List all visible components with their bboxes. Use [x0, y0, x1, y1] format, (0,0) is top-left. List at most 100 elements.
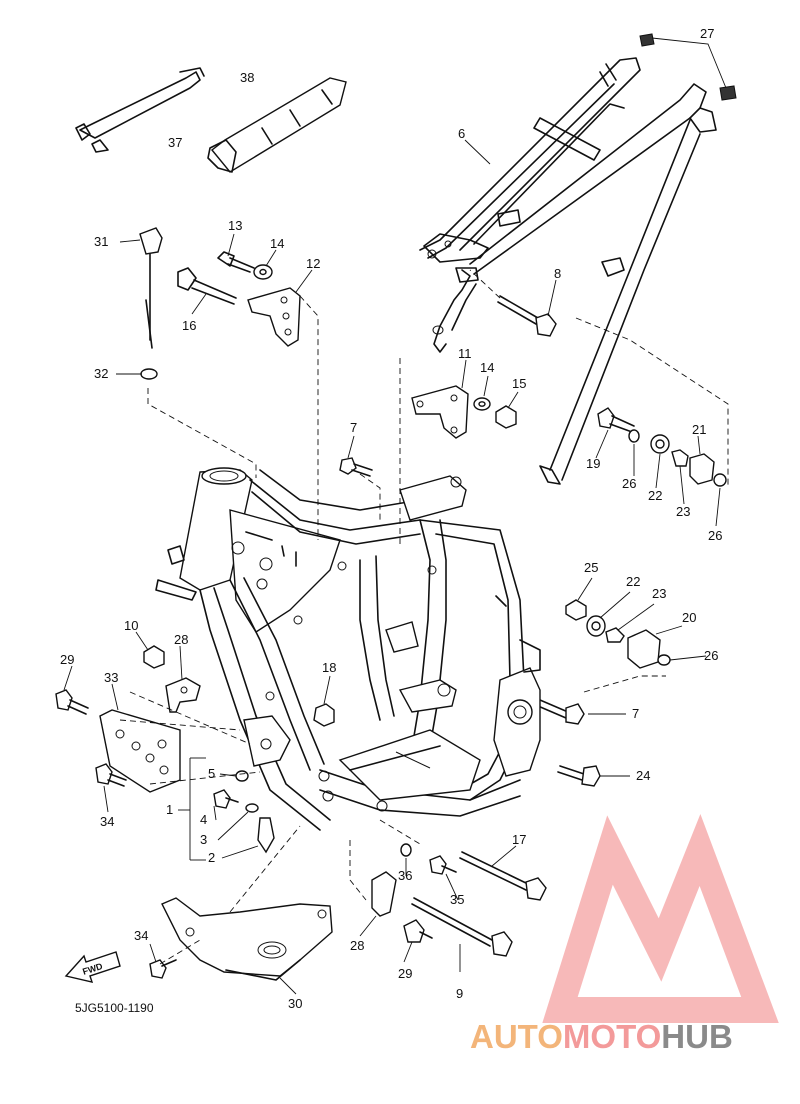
- collar-36-part: [400, 843, 412, 857]
- bolt-35-part: [429, 855, 457, 875]
- callout-34b: 34: [134, 928, 148, 943]
- callout-4: 4: [200, 812, 207, 827]
- callout-5: 5: [208, 766, 215, 781]
- callout-29b: 29: [398, 966, 412, 981]
- washer-26b-part: [713, 473, 727, 487]
- callout-21: 21: [692, 422, 706, 437]
- callout-38: 38: [240, 70, 254, 85]
- collar-23b-part: [605, 627, 625, 643]
- skid-plate-30-part: [161, 897, 333, 981]
- bracket-28a-part: [165, 677, 201, 713]
- bolt-7-top-part: [339, 457, 373, 477]
- callout-17: 17: [512, 832, 526, 847]
- bolt-29a-part: [55, 689, 89, 715]
- callout-12: 12: [306, 256, 320, 271]
- main-frame-part: [155, 467, 541, 831]
- callout-27: 27: [700, 26, 714, 41]
- damper-21-part: [689, 453, 715, 485]
- callout-34a: 34: [100, 814, 114, 829]
- rear-subframe-part: [419, 57, 717, 485]
- callout-7a: 7: [350, 420, 357, 435]
- bolt-9-part: [411, 897, 513, 957]
- callout-32: 32: [94, 366, 108, 381]
- engine-bracket-11-part: [411, 385, 469, 439]
- washer-26a-part: [628, 429, 640, 443]
- washer-14b-part: [473, 397, 491, 411]
- washer-26c-part: [657, 654, 671, 666]
- bolt-16-part: [177, 267, 237, 305]
- callout-9: 9: [456, 986, 463, 1001]
- callout-15: 15: [512, 376, 526, 391]
- damper-20-part: [627, 629, 661, 669]
- callout-25: 25: [584, 560, 598, 575]
- callout-31: 31: [94, 234, 108, 249]
- callout-26c: 26: [704, 648, 718, 663]
- callout-6: 6: [458, 126, 465, 141]
- callout-30: 30: [288, 996, 302, 1011]
- callout-labels: 27 38 37 6 31 13 14 12 8 16 11 32 14 15 …: [60, 26, 722, 1011]
- nut-10-part: [143, 645, 165, 669]
- engine-bracket-12-part: [247, 287, 301, 347]
- callout-8: 8: [554, 266, 561, 281]
- callout-33: 33: [104, 670, 118, 685]
- callout-28b: 28: [350, 938, 364, 953]
- diagram-code: 5JG5100-1190: [75, 1001, 154, 1015]
- fwd-direction-arrow-icon: [64, 951, 121, 983]
- callout-24: 24: [636, 768, 650, 783]
- frame-guard-33-part: [99, 709, 181, 793]
- callout-7b: 7: [632, 706, 639, 721]
- fitting-2-part: [257, 817, 275, 854]
- callout-26a: 26: [622, 476, 636, 491]
- spanner-wrench-part: [75, 67, 205, 153]
- callout-14b: 14: [480, 360, 494, 375]
- bolt-34b-part: [149, 959, 177, 979]
- washer-5-part: [235, 770, 249, 782]
- washer-14-part: [253, 264, 273, 280]
- leader-lines: [63, 37, 727, 995]
- watermark-auto: AUTO: [470, 1018, 563, 1055]
- bolt-24-part: [557, 765, 601, 787]
- collar-23a-part: [671, 449, 689, 467]
- reference-lines: [119, 269, 729, 965]
- oil-level-dipstick-part: [139, 227, 163, 380]
- watermark-hub: HUB: [661, 1018, 733, 1055]
- callout-22b: 22: [626, 574, 640, 589]
- bolt-19-part: [597, 407, 635, 433]
- nut-25-part: [565, 599, 587, 621]
- callout-35: 35: [450, 892, 464, 907]
- callout-16: 16: [182, 318, 196, 333]
- callout-10: 10: [124, 618, 138, 633]
- socket-wrench-part: [207, 77, 347, 173]
- bolt-17-part: [459, 851, 547, 901]
- callout-14a: 14: [270, 236, 284, 251]
- bolt-34a-part: [95, 763, 127, 787]
- callout-13: 13: [228, 218, 242, 233]
- callout-36: 36: [398, 868, 412, 883]
- bolt-4-part: [213, 789, 239, 809]
- callout-37: 37: [168, 135, 182, 150]
- callout-20: 20: [682, 610, 696, 625]
- nut-15-part: [495, 405, 517, 429]
- callout-23a: 23: [676, 504, 690, 519]
- callout-23b: 23: [652, 586, 666, 601]
- collar-22b-part: [586, 615, 606, 637]
- watermark-text: AUTOMOTOHUB: [470, 1018, 733, 1056]
- collar-22a-part: [650, 434, 670, 454]
- callout-11: 11: [458, 346, 472, 361]
- bolt-29b-part: [403, 919, 433, 943]
- bolt-8-part: [497, 295, 557, 337]
- watermark-logo-icon: [542, 814, 779, 1023]
- callout-22a: 22: [648, 488, 662, 503]
- bolt-7-rear-part: [537, 699, 585, 725]
- callout-1: 1: [166, 802, 173, 817]
- callout-18: 18: [322, 660, 336, 675]
- bolt-13-part: [217, 251, 255, 273]
- callout-3: 3: [200, 832, 207, 847]
- callout-19: 19: [586, 456, 600, 471]
- bracket-28b-part: [371, 871, 397, 917]
- subframe-cap-27-part: [639, 33, 737, 101]
- washer-3-part: [245, 803, 259, 813]
- watermark-moto: MOTO: [562, 1018, 662, 1055]
- callout-2: 2: [208, 850, 215, 865]
